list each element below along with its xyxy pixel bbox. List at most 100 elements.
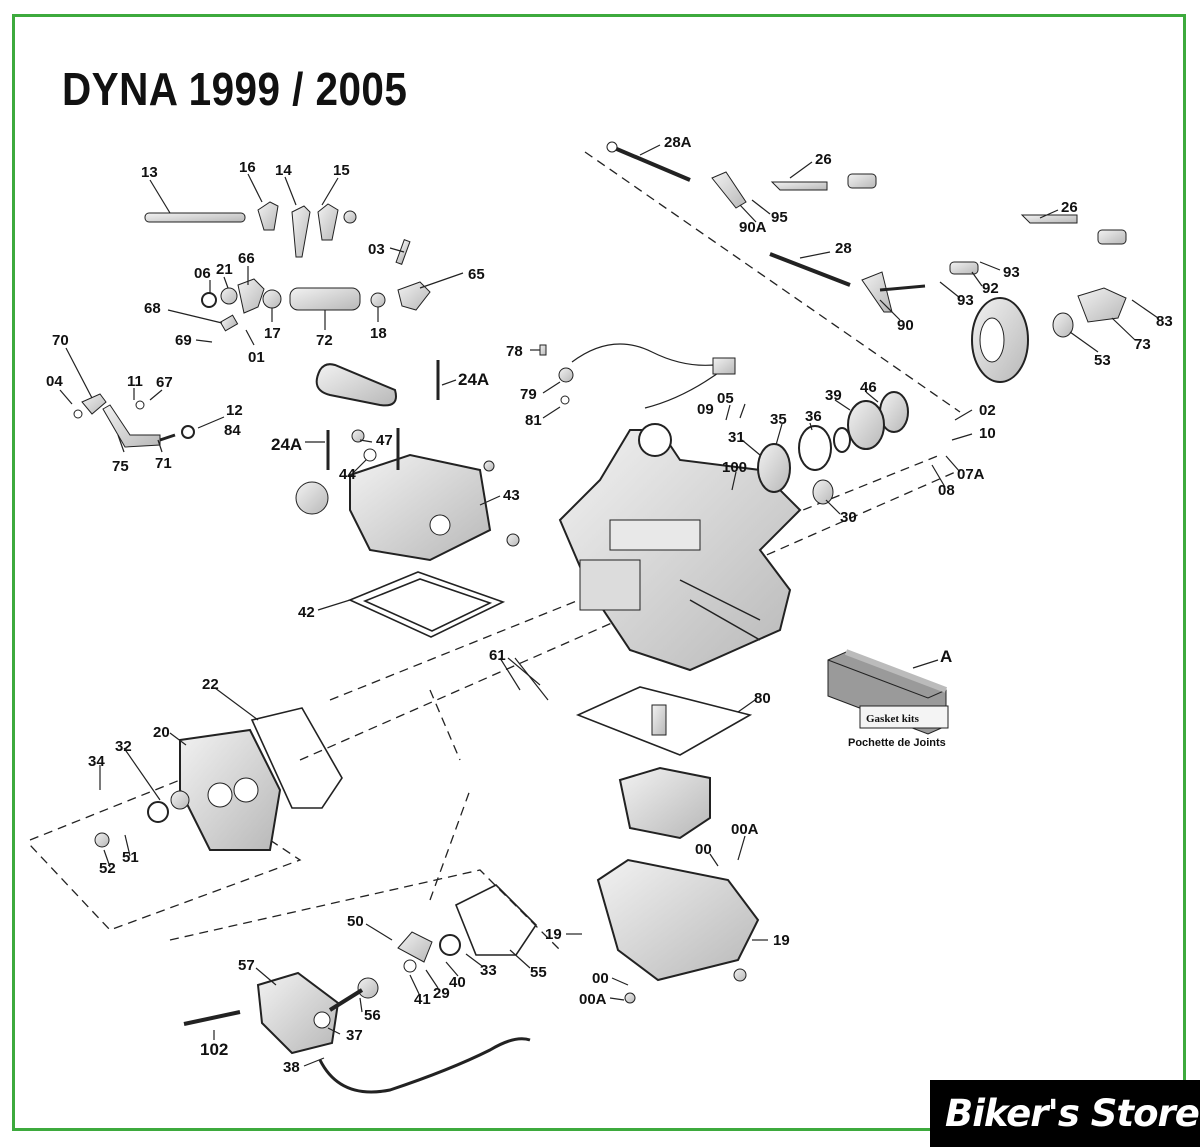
label-18: 18 (370, 325, 387, 342)
label-52: 52 (99, 860, 116, 877)
label-15: 15 (333, 162, 350, 179)
clutch-hub-part (757, 287, 1127, 505)
label-19-left: 19 (545, 926, 562, 943)
oil-pan-part (575, 686, 760, 1004)
label-00-a: 00 (695, 841, 712, 858)
label-81: 81 (525, 412, 542, 429)
label-02: 02 (979, 402, 996, 419)
label-47: 47 (376, 432, 393, 449)
kit-caption: Pochette de Joints (848, 737, 946, 749)
part-labels: 13 16 14 15 03 66 06 21 65 68 17 72 18 6… (46, 134, 1173, 1076)
label-93-b: 93 (957, 292, 974, 309)
clutch-release-part (183, 884, 538, 1094)
label-65: 65 (468, 266, 485, 283)
label-73: 73 (1134, 336, 1151, 353)
label-09: 09 (697, 401, 714, 418)
label-00-b: 00 (592, 970, 609, 987)
label-30: 30 (840, 509, 857, 526)
diagram-title: DYNA 1999 / 2005 (62, 63, 408, 115)
label-06: 06 (194, 265, 211, 282)
shifter-rod-part (144, 201, 357, 258)
side-cover-gasket (250, 707, 343, 809)
label-00a-a: 00A (731, 821, 759, 838)
label-28: 28 (835, 240, 852, 257)
label-75: 75 (112, 458, 129, 475)
label-37: 37 (346, 1027, 363, 1044)
label-34: 34 (88, 753, 105, 770)
label-50: 50 (347, 913, 364, 930)
label-26-right: 26 (1061, 199, 1078, 216)
label-56: 56 (364, 1007, 381, 1024)
label-100: 100 (722, 459, 747, 476)
label-20: 20 (153, 724, 170, 741)
label-43: 43 (503, 487, 520, 504)
label-40: 40 (449, 974, 466, 991)
top-cover-gasket (347, 571, 506, 638)
label-79: 79 (520, 386, 537, 403)
label-71: 71 (155, 455, 172, 472)
brand-banner (930, 1080, 1200, 1147)
side-cover-part (94, 707, 343, 851)
label-95: 95 (771, 209, 788, 226)
label-36: 36 (805, 408, 822, 425)
label-16: 16 (239, 159, 256, 176)
label-17: 17 (264, 325, 281, 342)
label-102: 102 (200, 1040, 228, 1059)
oil-pan-gasket (575, 686, 753, 756)
label-01: 01 (248, 349, 265, 366)
label-46: 46 (860, 379, 877, 396)
label-10: 10 (979, 425, 996, 442)
label-31: 31 (728, 429, 745, 446)
label-67: 67 (156, 374, 173, 391)
label-21: 21 (216, 261, 233, 278)
label-03: 03 (368, 241, 385, 258)
label-84: 84 (224, 422, 241, 439)
label-70: 70 (52, 332, 69, 349)
label-78: 78 (506, 343, 523, 360)
label-39: 39 (825, 387, 842, 404)
leader-lines (59, 144, 1159, 1067)
label-66: 66 (238, 250, 255, 267)
label-44: 44 (339, 466, 356, 483)
label-38: 38 (283, 1059, 300, 1076)
label-22: 22 (202, 676, 219, 693)
label-00a-b: 00A (579, 991, 607, 1008)
label-69: 69 (175, 332, 192, 349)
label-14: 14 (275, 162, 292, 179)
gasket-kit-box: A Gasket kits Pochette de Joints (827, 647, 952, 749)
label-68: 68 (144, 300, 161, 317)
kit-box-label: Gasket kits (866, 713, 920, 725)
shift-linkage-part (606, 141, 1127, 313)
label-32: 32 (115, 738, 132, 755)
label-12: 12 (226, 402, 243, 419)
label-04: 04 (46, 373, 63, 390)
label-41: 41 (414, 991, 431, 1008)
label-26-top: 26 (815, 151, 832, 168)
transmission-case-part (558, 423, 802, 672)
label-24a-top: 24A (458, 370, 489, 389)
label-08: 08 (938, 482, 955, 499)
label-80: 80 (754, 690, 771, 707)
label-57: 57 (238, 957, 255, 974)
label-24a-left: 24A (271, 435, 302, 454)
neutral-switch-wire (539, 343, 736, 409)
label-05: 05 (717, 390, 734, 407)
label-93-a: 93 (1003, 264, 1020, 281)
diagram-frame (12, 14, 1186, 1131)
label-42: 42 (298, 604, 315, 621)
label-55: 55 (530, 964, 547, 981)
label-92: 92 (982, 280, 999, 297)
label-53: 53 (1094, 352, 1111, 369)
label-51: 51 (122, 849, 139, 866)
label-11: 11 (127, 373, 143, 390)
top-cover-part (295, 360, 520, 562)
label-13: 13 (141, 164, 158, 181)
label-83: 83 (1156, 313, 1173, 330)
label-90: 90 (897, 317, 914, 334)
label-33: 33 (480, 962, 497, 979)
label-35: 35 (770, 411, 787, 428)
brand-name: Biker's Store (945, 1092, 1200, 1135)
label-19-right: 19 (773, 932, 790, 949)
label-28a: 28A (664, 134, 692, 151)
